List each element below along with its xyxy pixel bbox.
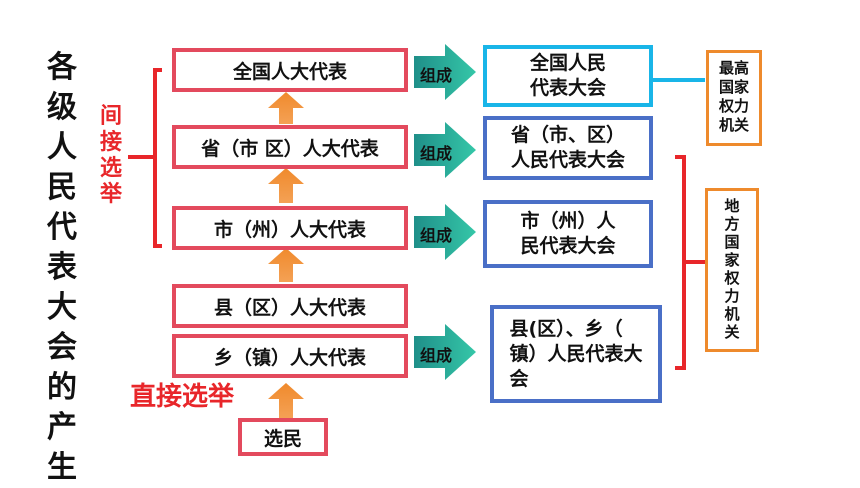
county-congress-line: 镇）人民代表大 xyxy=(509,342,643,365)
box-highest-state-organ: 最高 国家 权力 机关 xyxy=(706,50,762,146)
compose-arrow-province xyxy=(414,122,476,178)
compose-arrow-national xyxy=(414,44,476,100)
compose-arrow-city xyxy=(414,204,476,260)
box-local-state-organ: 地 方 国 家 权 力 机 关 xyxy=(705,188,759,352)
up-arrow-city-to-province xyxy=(268,168,304,203)
up-arrow-county-to-city xyxy=(268,248,304,282)
title-char: 表 xyxy=(47,250,77,285)
title-char: 会 xyxy=(47,330,77,365)
compose-label: 组成 xyxy=(420,346,453,365)
direct-election-label: 直接选举 xyxy=(130,382,235,412)
title-char: 级 xyxy=(47,90,77,125)
title-char: 民 xyxy=(47,170,77,205)
box-province-deputies: 省（市 区）人大代表 xyxy=(172,125,408,169)
local-bracket xyxy=(675,155,705,370)
box-county-township-congress: 县(区）、乡（ 镇）人民代表大 会 xyxy=(490,305,662,403)
title-char: 各 xyxy=(47,50,77,85)
title-char: 生 xyxy=(47,450,77,485)
provincial-congress-line: 人民代表大会 xyxy=(510,149,625,171)
city-congress-line: 民代表大会 xyxy=(520,235,616,257)
title-char: 代 xyxy=(47,210,77,245)
diagram-title: 各 级 人 民 代 表 大 会 的 产 生 xyxy=(40,48,84,488)
provincial-congress-line: 省（市、区） xyxy=(510,124,625,146)
box-township-deputies: 乡（镇）人大代表 xyxy=(172,334,408,378)
title-char: 人 xyxy=(47,130,77,165)
up-arrow-province-to-national xyxy=(268,92,304,124)
npc-line: 全国人民 xyxy=(529,52,606,74)
title-char: 的 xyxy=(47,370,77,405)
box-city-congress: 市（州）人 民代表大会 xyxy=(483,200,653,268)
indirect-election-label: 间 接 选 举 xyxy=(99,104,122,207)
up-arrow-voters xyxy=(268,383,304,418)
county-congress-line: 会 xyxy=(509,367,529,390)
compose-label: 组成 xyxy=(420,144,453,163)
box-city-deputies: 市（州）人大代表 xyxy=(172,206,408,250)
box-county-deputies: 县（区）人大代表 xyxy=(172,284,408,328)
compose-label: 组成 xyxy=(420,66,453,85)
city-congress-line: 市（州）人 xyxy=(520,210,616,232)
box-provincial-congress: 省（市、区） 人民代表大会 xyxy=(483,116,653,180)
box-national-deputies: 全国人大代表 xyxy=(172,48,408,92)
npc-line: 代表大会 xyxy=(529,77,606,99)
county-congress-line: 县(区）、乡（ xyxy=(509,317,623,340)
box-npc: 全国人民 代表大会 xyxy=(483,45,653,107)
box-voters: 选民 xyxy=(238,418,328,456)
title-char: 大 xyxy=(47,290,77,325)
compose-arrow-local xyxy=(414,324,476,380)
indirect-bracket xyxy=(128,68,162,248)
compose-label: 组成 xyxy=(420,226,453,245)
title-char: 产 xyxy=(47,410,77,445)
